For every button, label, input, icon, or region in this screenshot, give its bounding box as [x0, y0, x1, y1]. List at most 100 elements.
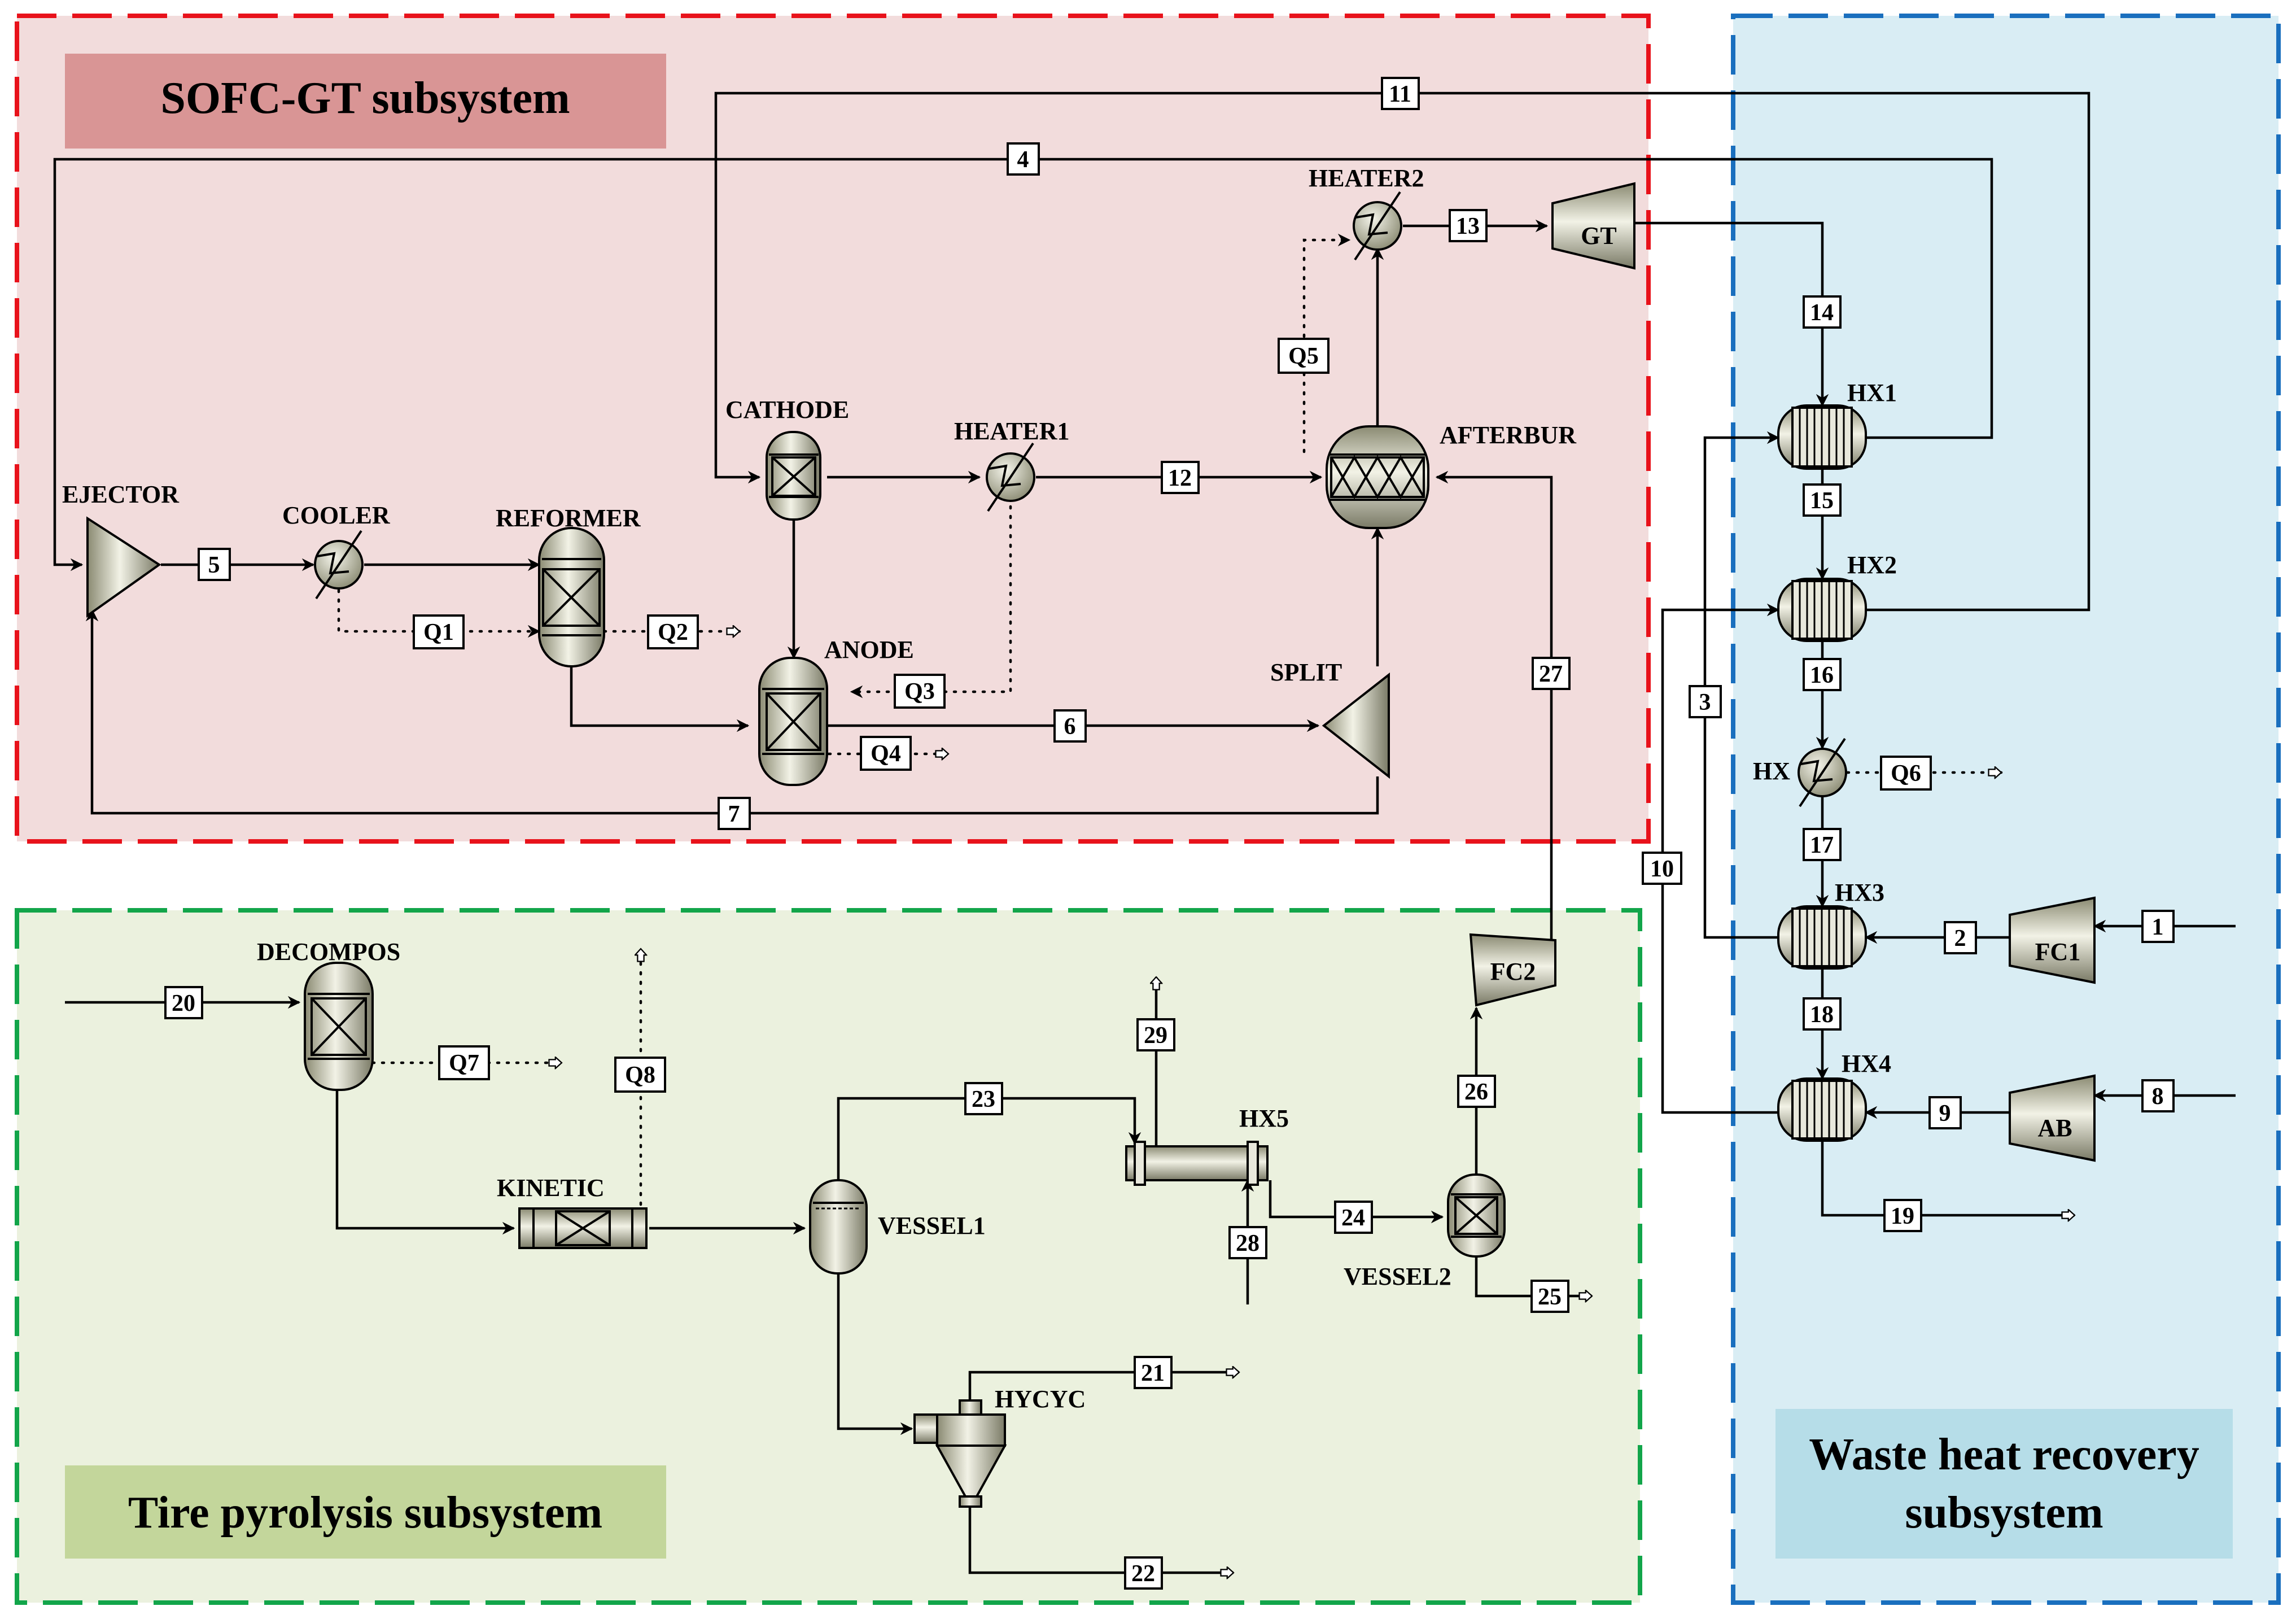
ab-label: AB: [2037, 1114, 2072, 1142]
reformer-unit[interactable]: [538, 527, 605, 667]
cooler-unit[interactable]: [314, 530, 364, 600]
svg-text:3: 3: [1699, 690, 1711, 715]
anode-unit[interactable]: [758, 657, 828, 786]
stream-24-tag: 24: [1334, 1201, 1373, 1234]
svg-text:Q6: Q6: [1891, 761, 1921, 787]
stream-3-tag: 3: [1689, 685, 1722, 718]
svg-text:Q4: Q4: [871, 741, 901, 767]
split-unit[interactable]: [1322, 672, 1390, 779]
svg-text:8: 8: [2152, 1084, 2164, 1110]
heat-q1-line: [337, 588, 541, 638]
heater1-label: HEATER1: [954, 417, 1070, 445]
svg-text:Q5: Q5: [1288, 343, 1319, 369]
svg-text:Q7: Q7: [449, 1050, 479, 1076]
kinetic-label: KINETIC: [497, 1174, 605, 1202]
afterbur-label: AFTERBUR: [1440, 421, 1577, 449]
decompos-label: DECOMPOS: [257, 938, 400, 966]
hx5-unit[interactable]: [1125, 1141, 1269, 1186]
sofc-title: SOFC-GT subsystem: [160, 73, 570, 123]
heat-q4-tag: Q4: [860, 736, 912, 771]
svg-text:23: 23: [972, 1086, 995, 1112]
svg-text:4: 4: [1017, 147, 1029, 173]
svg-text:15: 15: [1810, 488, 1834, 514]
vessel1-label: VESSEL1: [878, 1212, 986, 1240]
stream-7-tag: 7: [718, 797, 751, 830]
stream-18-tag: 18: [1803, 997, 1842, 1031]
heat-q8-tag: Q8: [614, 1057, 666, 1093]
stream-28-tag: 28: [1228, 1226, 1267, 1259]
stream-25-tag: 25: [1530, 1280, 1569, 1313]
hx-label: HX: [1753, 757, 1790, 785]
hycyc-unit[interactable]: [913, 1399, 1007, 1508]
reformer-to-anode-line: [570, 664, 750, 732]
hx2-unit[interactable]: [1777, 578, 1867, 642]
hx4-label: HX4: [1842, 1050, 1891, 1077]
stream-21-tag: 21: [1134, 1356, 1173, 1389]
svg-text:Q1: Q1: [423, 619, 454, 645]
ab-unit[interactable]: [2009, 1074, 2096, 1162]
stream-19-line: [1821, 1141, 2075, 1215]
hx1-label: HX1: [1847, 379, 1897, 407]
stream-23-tag: 23: [964, 1082, 1003, 1115]
svg-text:19: 19: [1891, 1203, 1914, 1229]
vessel1-unit[interactable]: [809, 1179, 868, 1275]
hx2-label: HX2: [1847, 551, 1897, 579]
svg-text:11: 11: [1389, 81, 1411, 107]
svg-text:18: 18: [1810, 1002, 1834, 1028]
fc1-label: FC1: [2035, 938, 2081, 966]
ejector-unit[interactable]: [86, 516, 161, 618]
hx-unit[interactable]: [1798, 738, 1847, 808]
ejector-label: EJECTOR: [62, 481, 180, 508]
decompos-unit[interactable]: [304, 962, 374, 1091]
svg-text:21: 21: [1141, 1360, 1165, 1386]
heater2-label: HEATER2: [1309, 164, 1424, 192]
vessel2-unit[interactable]: [1447, 1173, 1506, 1258]
hx3-unit[interactable]: [1777, 905, 1867, 970]
stream-15-tag: 15: [1803, 483, 1842, 517]
stream-labels: 11 4 5 6 7 12 13 14 15 16 17 18 19 1 2 3…: [164, 77, 2175, 1590]
cathode-label: CATHODE: [725, 396, 849, 424]
fc1-unit[interactable]: [2009, 896, 2096, 984]
hx3-label: HX3: [1835, 879, 1884, 906]
heat-q5-line: [1302, 233, 1351, 453]
svg-text:28: 28: [1236, 1230, 1259, 1256]
stream-16-tag: 16: [1803, 658, 1842, 691]
gt-label: GT: [1581, 222, 1617, 250]
kinetic-unit[interactable]: [518, 1207, 648, 1249]
vessel1-to-hycyc-line: [837, 1268, 913, 1435]
stream-27-line: [1435, 470, 1553, 983]
svg-text:13: 13: [1456, 213, 1480, 239]
hycyc-label: HYCYC: [995, 1385, 1086, 1413]
waste-heat-title-box: [1775, 1409, 2233, 1559]
stream-4-tag: 4: [1007, 142, 1040, 176]
gt-unit[interactable]: [1551, 182, 1635, 270]
stream-1-tag: 1: [2141, 910, 2175, 943]
split-label: SPLIT: [1270, 658, 1342, 686]
anode-label: ANODE: [824, 636, 914, 664]
heat-q3-line: [850, 495, 1012, 699]
stream-5-tag: 5: [198, 548, 231, 581]
stream-27-tag: 27: [1532, 657, 1571, 690]
fc2-unit[interactable]: [1469, 933, 1556, 1007]
stream-24-line: [1269, 1180, 1444, 1224]
stream-11-tag: 11: [1381, 77, 1420, 110]
hx5-label: HX5: [1239, 1105, 1289, 1132]
stream-10-tag: 10: [1642, 852, 1682, 885]
heater1-unit[interactable]: [986, 442, 1035, 512]
svg-text:17: 17: [1810, 832, 1834, 858]
stream-26-tag: 26: [1457, 1075, 1496, 1108]
svg-text:12: 12: [1168, 465, 1192, 491]
heat-q7-tag: Q7: [438, 1045, 490, 1080]
heat-q5-tag: Q5: [1278, 338, 1330, 374]
afterburner-unit[interactable]: [1326, 425, 1429, 529]
heater2-unit[interactable]: [1353, 191, 1402, 261]
stream-2-tag: 2: [1944, 921, 1977, 954]
stream-12-tag: 12: [1161, 461, 1200, 494]
heat-q6-tag: Q6: [1880, 756, 1932, 791]
hx4-unit[interactable]: [1777, 1077, 1867, 1142]
decompos-to-kinetic-line: [335, 1087, 515, 1235]
svg-text:27: 27: [1539, 661, 1563, 687]
cathode-unit[interactable]: [766, 431, 821, 521]
stream-14-line: [1634, 221, 1829, 407]
hx1-unit[interactable]: [1777, 404, 1867, 470]
